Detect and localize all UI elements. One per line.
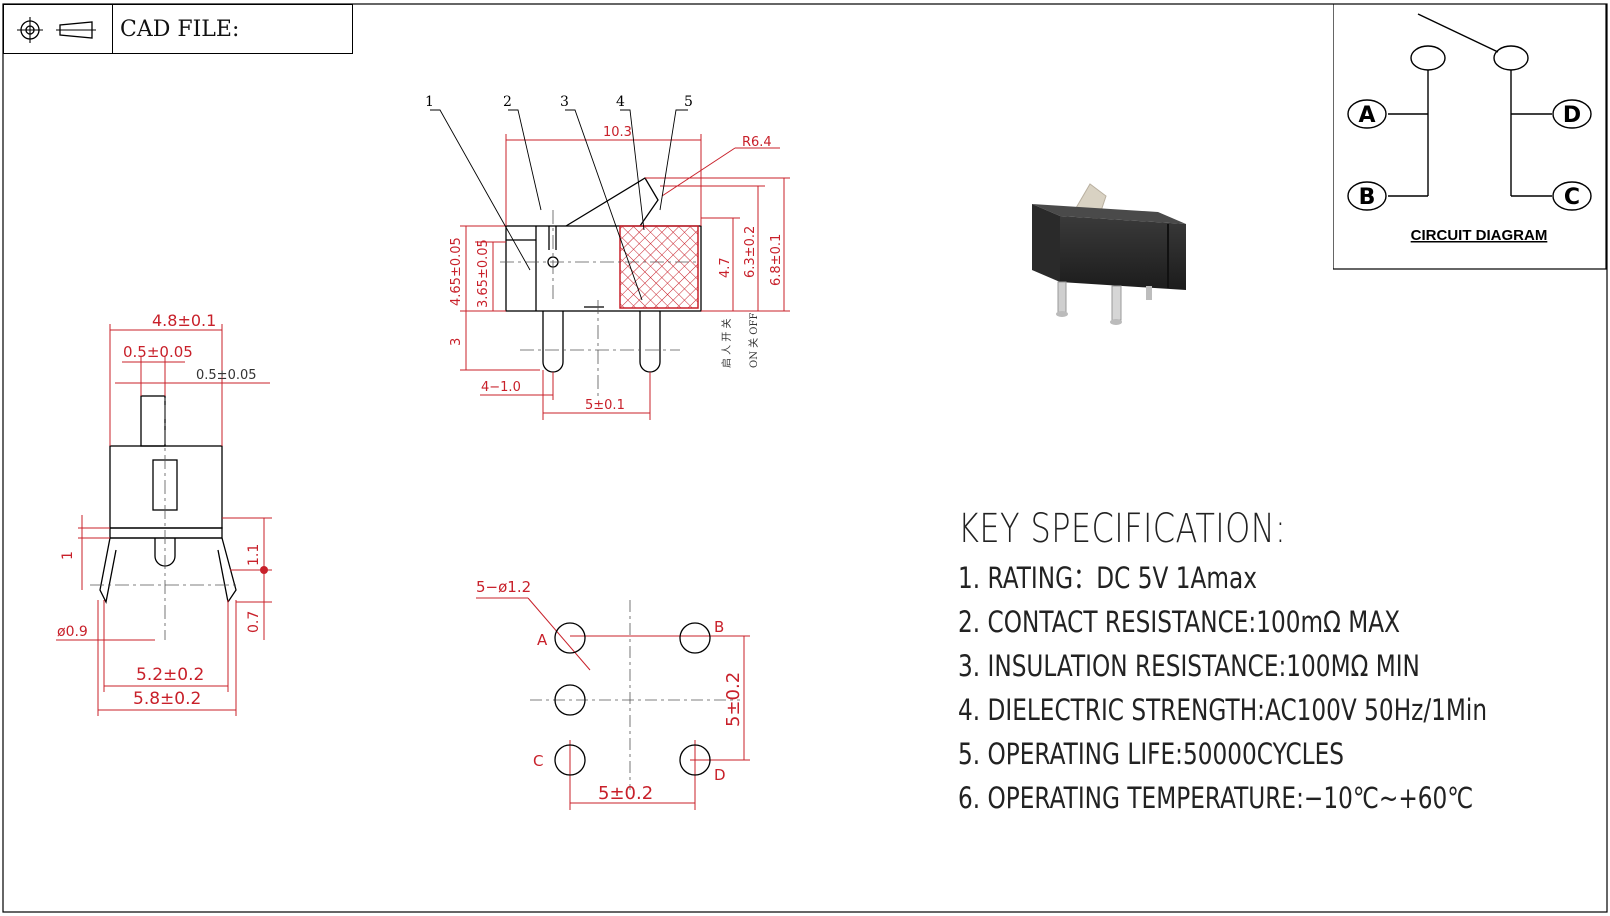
dim-pcb-vertical: 5±0.2 (723, 672, 744, 727)
callout-1: 1 (425, 94, 434, 110)
dim-radius: R6.4 (742, 135, 772, 150)
projection-icon (17, 17, 96, 43)
circuit-label-d: D (1563, 103, 1581, 128)
spec-item: 2. CONTACT RESISTANCE:100mΩ MAX (958, 605, 1401, 639)
pin-b-label: B (714, 618, 724, 636)
dim-dia09: ø0.9 (57, 624, 88, 640)
circuit-frame (1333, 4, 1607, 270)
dim-holes: 5−ø1.2 (476, 578, 531, 596)
pcb-hole-d (679, 744, 711, 776)
pcb-hole-b (679, 622, 711, 654)
dim-w58: 5.8±0.2 (133, 689, 201, 709)
circuit-diagram: A B C D CIRCUIT DIAGRAM (1333, 4, 1607, 270)
dim-pcb-horizontal: 5±0.2 (598, 783, 653, 804)
dim-h07: 0.7 (246, 611, 262, 633)
hatched-section (619, 225, 699, 309)
spec-item: 1. RATING：DC 5V 1Amax (958, 561, 1257, 595)
dim-width-top: 10.3 (603, 125, 632, 140)
callout-4: 4 (616, 94, 625, 110)
mark-on-off: ON 关 OFF (747, 313, 760, 368)
pin-d-label: D (714, 766, 726, 784)
circuit-label-c: C (1564, 185, 1580, 210)
title-block: CAD FILE: (3, 4, 353, 54)
dim-pitch-41: 4−1.0 (481, 380, 521, 395)
dim-height-47: 4.7 (718, 257, 733, 278)
spec-item: 4. DIELECTRIC STRENGTH:AC100V 50Hz/1Min (958, 693, 1488, 727)
pcb-hole-center (554, 684, 586, 716)
top-view-drawing: 1 2 3 4 5 10.3 R6.4 4.65±0.05 3.65±0.05 … (425, 94, 790, 420)
callout-5: 5 (684, 94, 693, 110)
pin-a-label: A (537, 631, 548, 649)
dim-w05a: 0.5±0.05 (123, 343, 193, 361)
spec-item: 3. INSULATION RESISTANCE:100MΩ MIN (958, 649, 1420, 683)
mark-chinese: 启 人 开 关 (720, 318, 733, 368)
dim-pitch-5: 5±0.1 (585, 398, 625, 413)
spec-title: KEY SPECIFICATION: (958, 506, 1287, 552)
circuit-label-b: B (1359, 185, 1376, 210)
dim-w52: 5.2±0.2 (136, 665, 204, 685)
projection-symbol (4, 5, 113, 53)
callout-2: 2 (503, 94, 512, 110)
dim-h11: 1.1 (246, 544, 262, 566)
side-view-drawing: 4.8±0.1 0.5±0.05 0.5±0.05 1 1.1 0.7 ø0.9… (56, 311, 272, 716)
dim-height-63: 6.3±0.2 (743, 226, 758, 278)
cad-file-label: CAD FILE: (120, 17, 240, 42)
spec-item: 5. OPERATING LIFE:50000CYCLES (958, 737, 1344, 771)
dim-height-3: 3 (449, 338, 464, 346)
dim-w48: 4.8±0.1 (152, 311, 216, 330)
sheet-border (2, 3, 1608, 913)
product-photo (1032, 183, 1186, 325)
spec-item: 6. OPERATING TEMPERATURE:−10℃~+60℃ (958, 781, 1474, 815)
dim-w05b: 0.5±0.05 (196, 368, 257, 383)
pin-c-label: C (533, 752, 543, 770)
pcb-hole-c (554, 744, 586, 776)
key-specification: KEY SPECIFICATION: 1. RATING：DC 5V 1Amax… (958, 506, 1487, 820)
callout-3: 3 (560, 94, 569, 110)
dim-height-68: 6.8±0.1 (769, 234, 784, 286)
circuit-label-a: A (1358, 103, 1375, 128)
circuit-caption: CIRCUIT DIAGRAM (1411, 227, 1548, 244)
pcb-hole-a (554, 622, 586, 654)
dim-h1: 1 (60, 551, 76, 560)
pcb-layout-drawing: 5−ø1.2 A B C D 5±0.2 5±0.2 (476, 578, 750, 810)
dim-height-365: 3.65±0.05 (476, 239, 491, 308)
dim-height-465: 4.65±0.05 (449, 237, 464, 306)
dim-marker-dot (260, 566, 268, 574)
